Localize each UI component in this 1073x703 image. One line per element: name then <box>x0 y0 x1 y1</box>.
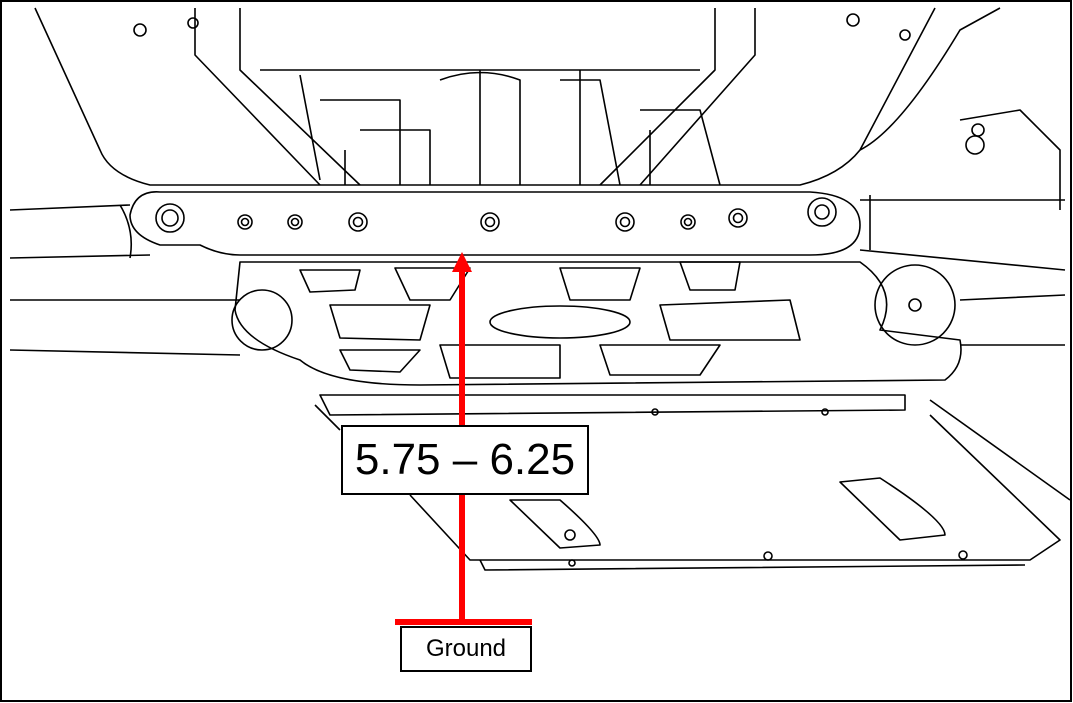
crossbar-holes <box>237 208 748 232</box>
chassis-line-art <box>9 7 1071 571</box>
measurement-range-label: 5.75 – 6.25 <box>341 425 589 495</box>
measurement-arrowhead <box>452 252 472 272</box>
ground-label: Ground <box>400 626 532 672</box>
